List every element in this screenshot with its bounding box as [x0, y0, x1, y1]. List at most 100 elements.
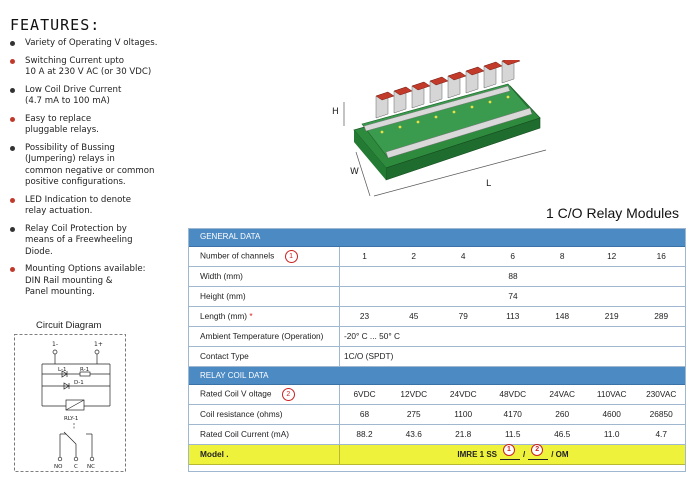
- channels-cell: 16: [636, 246, 686, 267]
- current-cell: 21.8: [438, 424, 488, 445]
- length-cell: 148: [537, 306, 587, 327]
- feature-item: Mounting Options available:DIN Rail moun…: [10, 264, 188, 299]
- features-title: FEATURES:: [10, 16, 101, 34]
- feature-line: Low Coil Drive Current: [25, 84, 122, 95]
- contact-value: 1C/O (SPDT): [339, 346, 686, 367]
- led-indicator: [380, 130, 384, 134]
- led-indicator: [434, 115, 438, 119]
- length-cell: 79: [438, 306, 488, 327]
- channels-cell: 6: [487, 246, 538, 267]
- channels-cell: 4: [438, 246, 488, 267]
- current-cell: 11.5: [487, 424, 538, 445]
- spec-table: GENERAL DATA Number of channels 1 1 2 4 …: [188, 228, 686, 465]
- model-row: Model . IMRE 1 SS 1 / 2 / OM: [188, 444, 686, 465]
- width-row: Width (mm) 88: [188, 266, 686, 287]
- relay-module-image: H W L: [332, 60, 547, 197]
- model-note-1-badge: 1: [503, 444, 515, 456]
- voltage-cell: 24VAC: [537, 384, 587, 405]
- length-star: *: [249, 311, 253, 321]
- voltage-cell: 110VAC: [586, 384, 637, 405]
- dimension-w-label: W: [350, 167, 359, 177]
- resistance-cell: 1100: [438, 404, 488, 425]
- channels-label: Number of channels 1: [188, 246, 341, 267]
- model-code-cell: IMRE 1 SS 1 / 2 / OM: [339, 444, 686, 465]
- relay-body: [501, 60, 515, 84]
- circuit-relay-label: RLY-1: [64, 416, 78, 422]
- resistance-cell: 275: [389, 404, 439, 425]
- terminal-block: [385, 107, 533, 159]
- bullet-icon: [10, 116, 15, 122]
- bullet-icon: [10, 145, 15, 151]
- voltage-label-text: Rated Coil V oltage: [200, 388, 272, 399]
- feature-line: 10 A at 230 V AC (or 30 VDC): [25, 67, 152, 77]
- channels-cell: 12: [586, 246, 637, 267]
- features-list: Variety of Operating V oltages.Switching…: [10, 38, 188, 305]
- section-title: 1 C/O Relay Modules: [546, 205, 680, 221]
- width-value: 88: [339, 266, 686, 287]
- model-suffix: / OM: [551, 449, 569, 459]
- circuit-neg-label: 1-: [52, 341, 58, 348]
- resistance-row: Coil resistance (ohms) 68 275 1100 4170 …: [188, 404, 686, 425]
- bullet-icon: [10, 197, 15, 203]
- led-icon: [61, 370, 68, 378]
- led-indicator: [506, 95, 510, 99]
- bullet-icon: [10, 41, 15, 46]
- circuit-pos-label: 1+: [94, 341, 103, 348]
- channels-cell: 1: [339, 246, 389, 267]
- channels-cell: 8: [537, 246, 587, 267]
- resistance-cell: 68: [339, 404, 389, 425]
- feature-line: (4.7 mA to 100 mA): [25, 96, 110, 106]
- voltage-cell: 12VDC: [389, 384, 439, 405]
- circuit-diagram-title: Circuit Diagram: [36, 320, 102, 331]
- terminal-block-back: [363, 85, 511, 132]
- circuit-diagram: 1- 1+ L-1 R-1 D-1 RLY-1 NO C NC: [14, 334, 126, 472]
- circuit-border: [14, 334, 126, 472]
- feature-line: relay actuation.: [25, 206, 93, 216]
- coil-data-header: RELAY COIL DATA: [188, 366, 686, 385]
- feature-line: Easy to replace: [25, 113, 92, 124]
- length-label: Length (mm) *: [188, 306, 341, 327]
- terminal-neg: [52, 349, 58, 355]
- model-prefix: IMRE 1 SS: [457, 449, 497, 459]
- length-cell: 113: [487, 306, 538, 327]
- ambient-value: -20° C ... 50° C: [339, 326, 686, 347]
- feature-line: common negative or common: [25, 165, 155, 176]
- dimension-l-label: L: [486, 179, 491, 189]
- ambient-row: Ambient Temperature (Operation) -20° C .…: [188, 326, 686, 347]
- model-slot-1: 1: [500, 444, 520, 460]
- feature-line: means of a Freewheeling: [25, 235, 133, 245]
- voltage-label: Rated Coil V oltage 2: [188, 384, 341, 405]
- feature-item: Possibility of Bussing(Jumpering) relays…: [10, 143, 188, 189]
- bullet-icon: [10, 267, 15, 272]
- width-label: Width (mm): [188, 266, 341, 287]
- bullet-icon: [10, 87, 15, 93]
- length-label-text: Length (mm): [200, 311, 248, 321]
- coil-data-header-row: RELAY COIL DATA: [188, 366, 686, 385]
- circuit-c-label: C: [74, 464, 78, 470]
- led-indicator: [452, 110, 456, 114]
- length-row: Length (mm) * 23 45 79 113 148 219 289: [188, 306, 686, 327]
- channels-row: Number of channels 1 1 2 4 6 8 12 16: [188, 246, 686, 267]
- model-note-2-badge: 2: [531, 444, 544, 456]
- height-label: Height (mm): [188, 286, 341, 307]
- model-separator: /: [523, 449, 526, 459]
- resistance-cell: 26850: [636, 404, 686, 425]
- length-cell: 289: [636, 306, 686, 327]
- circuit-nc-label: NC: [87, 464, 95, 470]
- circuit-res-label: R-1: [80, 367, 89, 373]
- channels-cell: 2: [389, 246, 439, 267]
- relay-row: [375, 60, 521, 134]
- general-data-header-row: GENERAL DATA: [188, 228, 686, 247]
- height-value: 74: [339, 286, 686, 307]
- length-cell: 219: [586, 306, 637, 327]
- model-slot-2: 2: [528, 444, 549, 460]
- length-cell: 23: [339, 306, 389, 327]
- feature-line: Possibility of Bussing: [25, 142, 115, 153]
- terminal-pos: [94, 349, 100, 355]
- feature-line: LED Indication to denote: [25, 194, 132, 205]
- model-code: IMRE 1 SS 1 / 2 / OM: [457, 444, 569, 460]
